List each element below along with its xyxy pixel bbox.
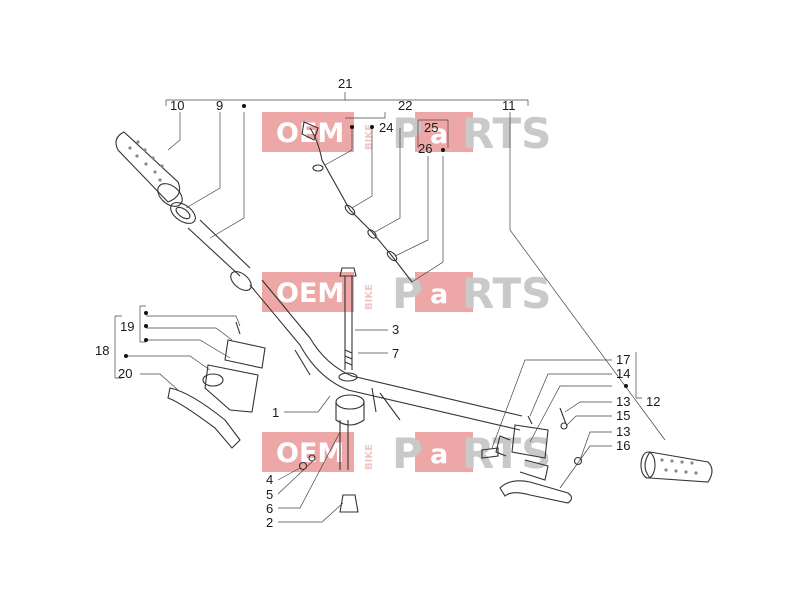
watermark-bottom: OEM BIKE P a RTS (262, 429, 551, 478)
callout-15: 15 (616, 408, 630, 423)
screw-5 (308, 454, 316, 462)
long-bolt (339, 267, 357, 370)
throttle-tube (187, 219, 251, 277)
leader-lines (114, 92, 666, 523)
svg-text:a: a (430, 119, 448, 150)
callout-16: 16 (616, 438, 630, 453)
callout-3: 3 (392, 322, 399, 337)
callout-13-upper: 13 (616, 394, 630, 409)
left-grip-washer (170, 202, 196, 224)
callout-11: 11 (502, 98, 516, 113)
reference-dots (124, 104, 628, 388)
callout-21: 21 (338, 76, 352, 91)
svg-text:OEM: OEM (276, 278, 344, 309)
callout-20: 20 (118, 366, 132, 381)
screw-4 (298, 461, 308, 471)
svg-text:a: a (430, 279, 448, 310)
watermark-middle: OEM BIKE P a RTS (262, 269, 551, 318)
callout-22: 22 (398, 98, 412, 113)
callout-24: 24 (379, 120, 393, 135)
callout-12: 12 (646, 394, 660, 409)
callout-4: 4 (266, 472, 273, 487)
svg-text:RTS: RTS (462, 109, 551, 158)
throttle-cable (301, 121, 413, 283)
nut (338, 372, 358, 382)
callout-10: 10 (170, 98, 184, 113)
handlebar-tube (249, 279, 523, 431)
lower-bolt (339, 420, 349, 470)
svg-text:RTS: RTS (462, 269, 551, 318)
svg-text:BIKE: BIKE (364, 124, 375, 150)
watermark-top: OEM BIKE P a RTS (262, 109, 551, 158)
callout-25: 25 (424, 120, 438, 135)
callout-19: 19 (120, 319, 134, 334)
end-cap (339, 494, 359, 513)
callout-13-lower: 13 (616, 424, 630, 439)
master-cylinder (202, 339, 266, 413)
callout-5: 5 (266, 487, 273, 502)
right-brake-lever (499, 480, 573, 504)
left-grip (115, 131, 183, 207)
svg-text:a: a (430, 439, 448, 470)
callout-9: 9 (216, 98, 223, 113)
callout-14: 14 (616, 366, 630, 381)
svg-text:P: P (392, 269, 423, 318)
callout-6: 6 (266, 501, 273, 516)
callout-7: 7 (392, 346, 399, 361)
svg-text:P: P (392, 429, 423, 478)
left-brake-lever (167, 387, 241, 449)
center-clamp (335, 394, 365, 426)
callout-18: 18 (95, 343, 109, 358)
right-grip (640, 451, 713, 483)
callout-17: 17 (616, 352, 630, 367)
svg-text:BIKE: BIKE (364, 444, 375, 470)
callout-26: 26 (418, 141, 432, 156)
callout-2: 2 (266, 515, 273, 530)
svg-text:BIKE: BIKE (364, 284, 375, 310)
callout-numbers: 21 10 9 22 11 24 25 26 19 18 20 3 7 1 4 … (95, 76, 660, 530)
svg-text:RTS: RTS (462, 429, 551, 478)
svg-text:OEM: OEM (276, 118, 344, 149)
callout-1: 1 (272, 405, 279, 420)
